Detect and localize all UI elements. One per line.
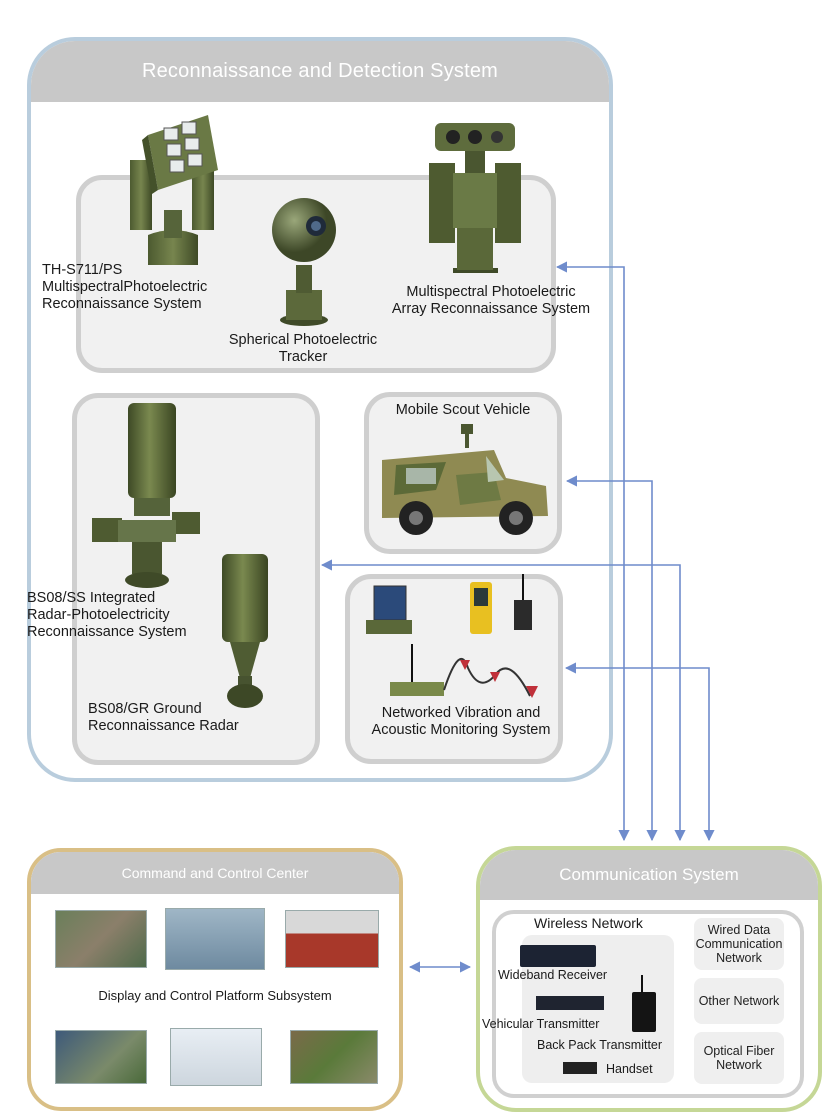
wireless-network-label: Wireless Network <box>534 915 643 931</box>
other-network-label: Other Network <box>698 994 780 1008</box>
vehicle-label: Mobile Scout Vehicle <box>395 402 531 418</box>
map-screen-3 <box>170 1028 262 1086</box>
recon-title: Reconnaissance and Detection System <box>141 60 499 82</box>
command-header: Command and Control Center <box>31 852 399 894</box>
backpack-transmitter-label: Back Pack Transmitter <box>537 1038 663 1052</box>
handset-image <box>563 1062 597 1074</box>
fiber-network-box: Optical Fiber Network <box>694 1032 784 1084</box>
arrow-radar-to-comm <box>320 559 686 842</box>
vehicular-transmitter-image <box>536 996 604 1010</box>
arrow-array-to-comm <box>555 261 630 842</box>
control-console <box>285 910 379 968</box>
vehicular-transmitter-label: Vehicular Transmitter <box>482 1017 600 1031</box>
platform-label: Display and Control Platform Subsystem <box>98 988 332 1003</box>
other-network-box: Other Network <box>694 978 784 1024</box>
arrow-vehicle-to-comm <box>565 475 658 842</box>
radar-group <box>72 393 320 765</box>
spherical-tracker-label: Spherical Photoelectric Tracker <box>228 332 378 365</box>
th-s711-device-image <box>130 115 218 265</box>
wideband-receiver-image <box>520 945 596 967</box>
comm-header: Communication System <box>480 850 818 900</box>
wired-network-label: Wired Data Communication Network <box>695 923 783 965</box>
scout-vehicle-image <box>382 424 548 535</box>
arrow-vibration-to-comm <box>564 662 715 842</box>
fiber-network-label: Optical Fiber Network <box>703 1044 775 1072</box>
th-s711-label: TH-S711/PS MultispectralPhotoelectric Re… <box>42 262 208 312</box>
comm-title: Communication System <box>559 865 739 884</box>
recon-header: Reconnaissance and Detection System <box>31 41 609 102</box>
wideband-receiver-label: Wideband Receiver <box>498 968 608 982</box>
map-screen-2 <box>55 1030 147 1084</box>
video-wall <box>165 908 265 970</box>
map-screen-4 <box>290 1030 378 1084</box>
backpack-antenna <box>641 975 643 993</box>
bs08ss-label: BS08/SS Integrated Radar-Photoelectricit… <box>27 590 187 640</box>
bs08gr-label: BS08/GR Ground Reconnaissance Radar <box>88 701 239 734</box>
map-screen-1 <box>55 910 147 968</box>
comm-inner-frame <box>492 910 804 1098</box>
array-system-image <box>429 123 521 273</box>
backpack-transmitter-image <box>632 992 656 1032</box>
command-title: Command and Control Center <box>121 865 309 881</box>
bs08gr-radar-image <box>222 554 268 708</box>
wired-network-box: Wired Data Communication Network <box>694 918 784 970</box>
spherical-tracker-image <box>272 198 336 326</box>
bs08ss-device-image <box>92 403 200 588</box>
handset-label: Handset <box>606 1062 653 1076</box>
